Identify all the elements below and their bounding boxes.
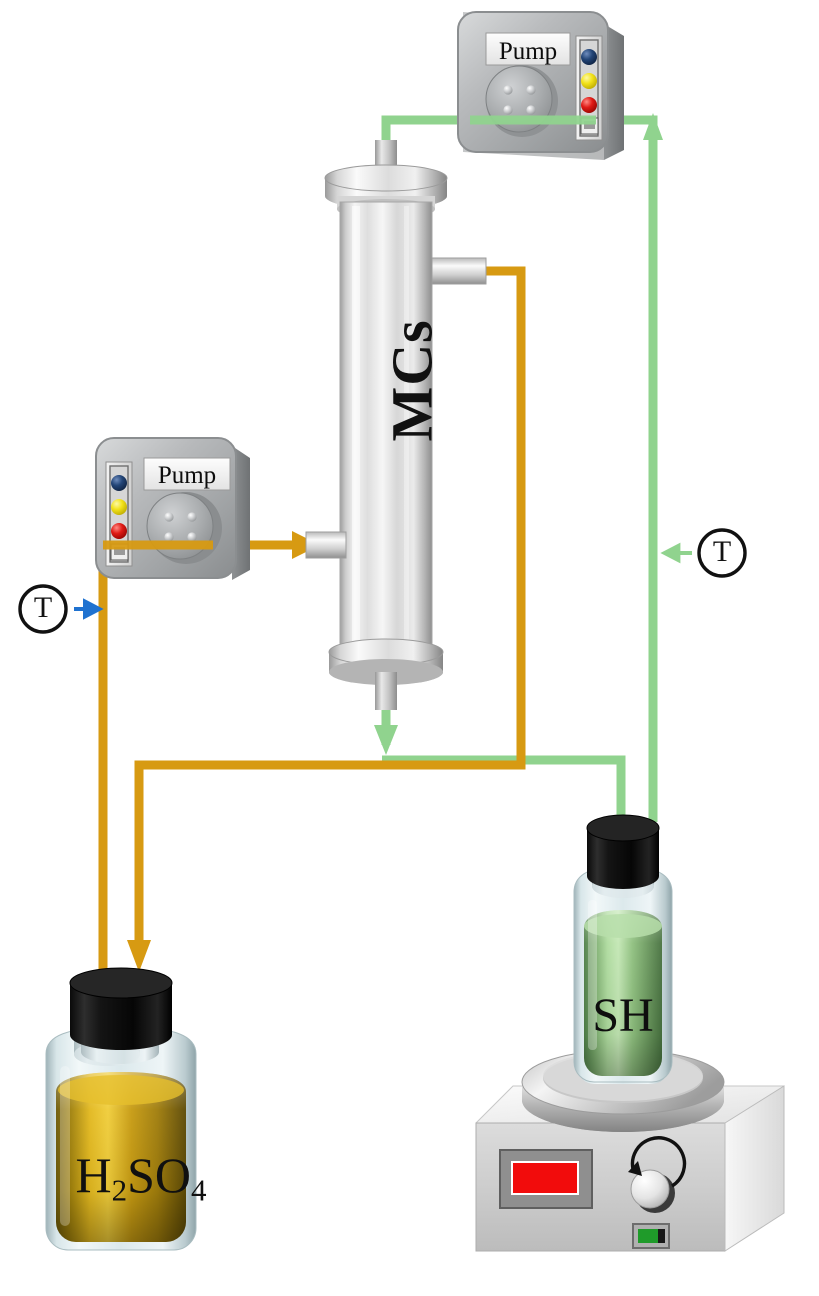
t-sensor-left-label: T: [33, 591, 53, 624]
bottle-acid: [45, 967, 197, 1251]
flow-line-overlays: [103, 115, 596, 550]
pump-left-label: Pump: [157, 462, 217, 489]
flow-line-acid-return: [127, 266, 526, 972]
sensor-t-left: [18, 584, 104, 634]
pump-top-label: Pump: [498, 38, 558, 65]
bottle-base: [573, 814, 673, 1084]
pump-left[interactable]: [95, 437, 250, 580]
mcs-column: [305, 140, 487, 710]
pump-top[interactable]: [457, 11, 624, 160]
flow-line-base-return: [374, 690, 626, 822]
t-sensor-right-label: T: [712, 535, 732, 568]
sensor-t-right: [660, 528, 747, 578]
